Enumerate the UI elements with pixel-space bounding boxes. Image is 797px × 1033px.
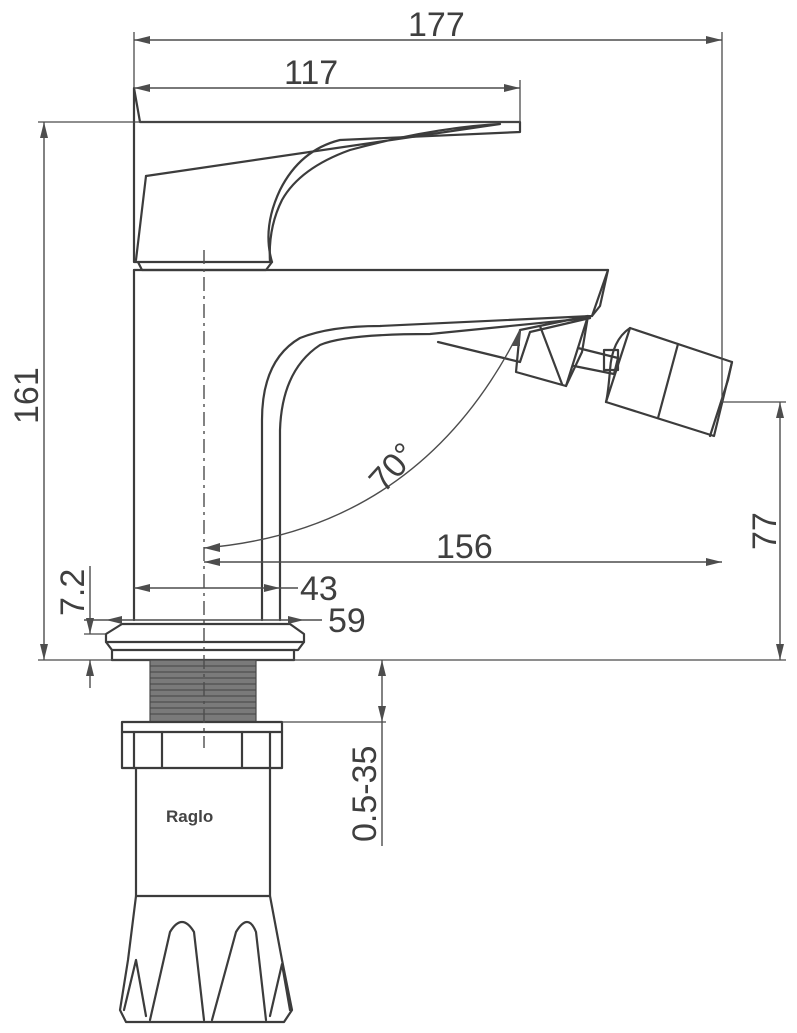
dim-base-diameter: 59 bbox=[328, 602, 366, 640]
dim-outlet-height: 77 bbox=[746, 512, 784, 550]
dim-mount-range: 0.5-35 bbox=[346, 746, 384, 842]
dim-base-height: 7.2 bbox=[54, 569, 92, 616]
faucet-outline bbox=[104, 86, 734, 662]
brand-label: Raglo bbox=[166, 807, 213, 826]
dim-overall-width: 177 bbox=[408, 6, 465, 44]
dim-spout-reach: 156 bbox=[436, 528, 493, 566]
dim-body-diameter: 43 bbox=[300, 570, 338, 608]
dimension-lines bbox=[38, 32, 786, 846]
dim-handle-length: 117 bbox=[284, 54, 338, 92]
dim-spray-angle: 70° bbox=[362, 436, 425, 500]
mounting-hardware: Raglo bbox=[118, 659, 294, 1024]
dim-total-height: 161 bbox=[8, 367, 46, 424]
